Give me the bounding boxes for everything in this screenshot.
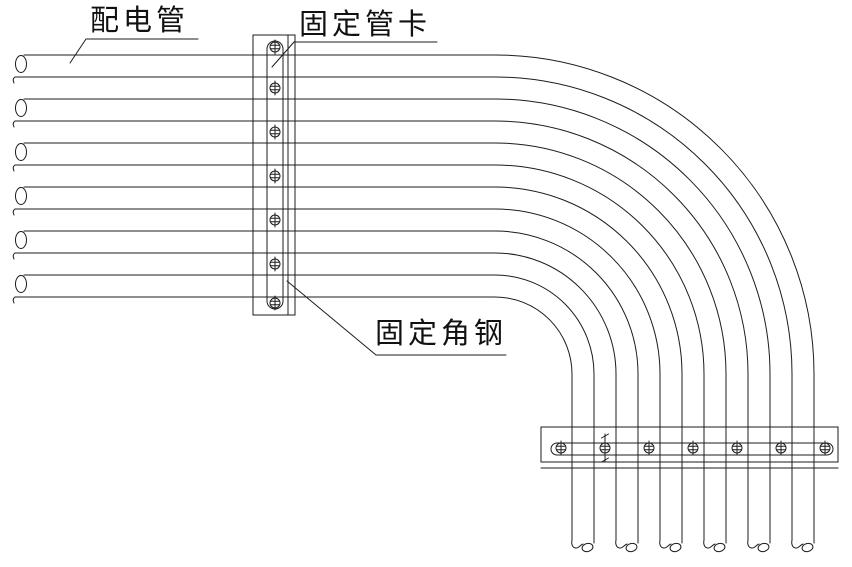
conduit-pipe (12, 98, 771, 553)
pipe-end-break-icon (15, 275, 27, 293)
label-fixing-angle-steel: 固定角钢 (375, 318, 508, 350)
pipe-end-break-icon (15, 143, 27, 161)
leader-lines (69, 38, 507, 356)
pipe-bottom-break-icon (571, 539, 584, 549)
leader-line-distribution-conduit (69, 38, 199, 64)
pipe-bottom-break-icon (615, 539, 628, 549)
conduit-pipe (12, 186, 683, 553)
horizontal-pipe-clamp (540, 426, 839, 469)
pipe-end-break-icon (15, 99, 27, 117)
label-distribution-conduit: 配电管 (90, 5, 190, 37)
bolt-icon (269, 256, 281, 272)
pipe-end-break-icon (15, 55, 27, 73)
conduit-pipe (12, 54, 815, 553)
leader-line-fixing-angle-steel (286, 280, 507, 356)
conduit-pipe (12, 274, 595, 553)
bolt-icon (269, 80, 281, 96)
conduit-pipes (12, 54, 815, 553)
conduit-pipe (12, 142, 727, 553)
leader-line-fixing-pipe-clamp (271, 41, 438, 68)
angle-steel-vertical (252, 34, 296, 316)
vertical-pipe-clamp (252, 34, 296, 316)
label-fixing-pipe-clamp: 固定管卡 (299, 9, 432, 41)
pipe-bottom-break-icon (703, 539, 716, 549)
pipe-bottom-break-icon (659, 539, 672, 549)
pipe-end-break-icon (15, 187, 27, 205)
bolt-with-centerline-icon (599, 433, 611, 463)
bolt-icon (269, 168, 281, 184)
pipe-bottom-break-icon (791, 539, 804, 549)
angle-steel-horizontal (540, 426, 839, 463)
conduit-pipe (12, 230, 639, 553)
bolt-icon (269, 212, 281, 228)
bolt-icon (269, 124, 281, 140)
pipe-bottom-break-icon (747, 539, 760, 549)
pipe-end-break-icon (15, 231, 27, 249)
